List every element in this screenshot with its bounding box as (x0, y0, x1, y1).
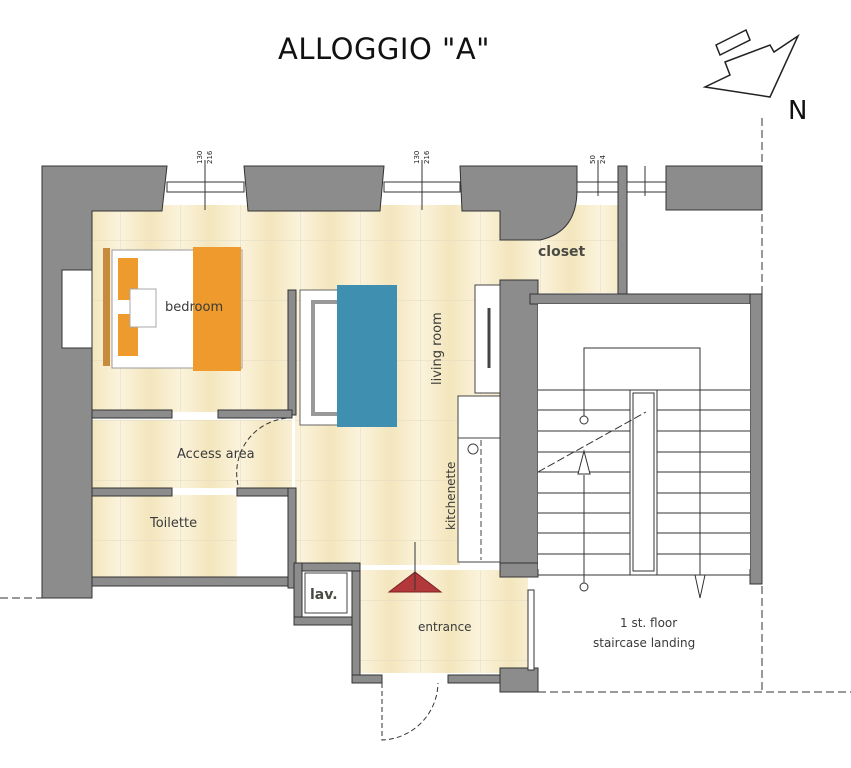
window-3-dim-a: 50 (589, 155, 597, 164)
room-label-bedroom: bedroom (165, 300, 224, 315)
room-label-lav: lav. (310, 587, 338, 603)
wall-unit (457, 284, 501, 563)
landing-label-line2: staircase landing (593, 636, 696, 650)
room-label-living-room: living room (430, 312, 445, 385)
landing-label-line1: 1 st. floor (620, 616, 678, 630)
room-label-closet: closet (538, 244, 586, 260)
north-label: N (788, 96, 808, 126)
floor-areas (92, 205, 618, 673)
door-swings (236, 417, 439, 741)
room-label-access-area: Access area (177, 447, 255, 462)
boundary-lines (0, 118, 851, 693)
windows (166, 160, 667, 671)
room-label-entrance: entrance (418, 620, 472, 634)
sofa-and-rug (299, 285, 397, 427)
window-2-dim-b: 216 (423, 150, 431, 164)
window-1-dim-b: 216 (206, 150, 214, 164)
lav-box (304, 572, 348, 614)
window-2-dim-a: 130 (413, 150, 421, 164)
walls (41, 165, 763, 693)
plan-title: ALLOGGIO "A" (278, 32, 491, 66)
window-1-dim-a: 130 (196, 150, 204, 164)
staircase (537, 304, 750, 599)
room-label-toilette: Toilette (150, 516, 198, 531)
window-3-dim-b: 24 (599, 155, 607, 164)
room-label-kitchenette: kitchenette (444, 461, 458, 530)
bed (103, 247, 243, 371)
north-arrow-icon (702, 28, 800, 98)
